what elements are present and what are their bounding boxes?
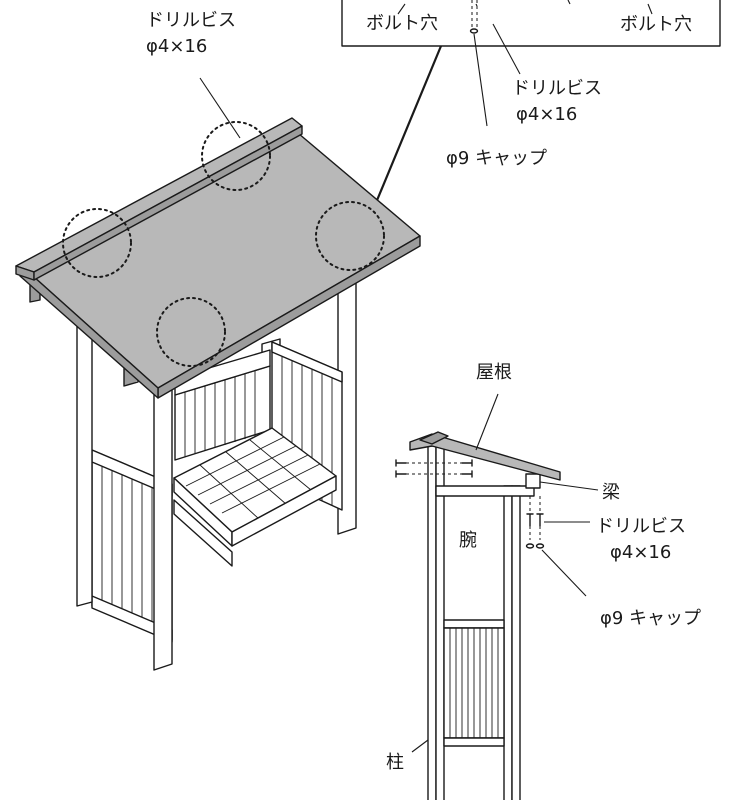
- label-beam: 梁: [602, 482, 620, 503]
- beam-member: [525, 473, 541, 489]
- screws-horizontal: [395, 459, 473, 478]
- label-drill-screw-mid: ドリルビス: [512, 78, 602, 99]
- detail-circle-ridge-left: [62, 208, 132, 278]
- label-arm: 腕: [459, 530, 477, 551]
- front-left-post: [76, 299, 93, 607]
- detail-callout-box: [341, 0, 721, 47]
- label-drill-screw-mid-size: φ4×16: [516, 104, 578, 125]
- detail-leaders: [371, 23, 521, 211]
- post-left: [427, 445, 437, 800]
- arm-member: [435, 485, 535, 497]
- post-right: [503, 485, 513, 800]
- label-roof: 屋根: [476, 362, 512, 383]
- detail-circle-roof-front: [156, 297, 226, 367]
- label-drill-screw-side: ドリルビス: [596, 516, 686, 537]
- screws-vertical: [525, 496, 545, 549]
- label-drill-screw-top-size: φ4×16: [146, 36, 208, 57]
- label-bolt-hole-left: ボルト穴: [366, 13, 438, 34]
- label-cap-mid: φ9 キャップ: [446, 148, 548, 169]
- side-panel-top-rail: [443, 619, 505, 629]
- label-drill-screw-top: ドリルビス: [146, 10, 236, 31]
- gazebo-perspective: [15, 77, 421, 671]
- side-section-view: [395, 393, 599, 800]
- label-bolt-hole-right: ボルト穴: [620, 14, 692, 35]
- detail-circle-roof-right: [315, 201, 385, 271]
- detail-circle-ridge-right: [201, 121, 271, 191]
- label-cap-side: φ9 キャップ: [600, 608, 702, 629]
- label-drill-screw-side-size: φ4×16: [610, 542, 672, 563]
- label-post: 柱: [386, 752, 404, 773]
- front-right-post: [153, 379, 173, 671]
